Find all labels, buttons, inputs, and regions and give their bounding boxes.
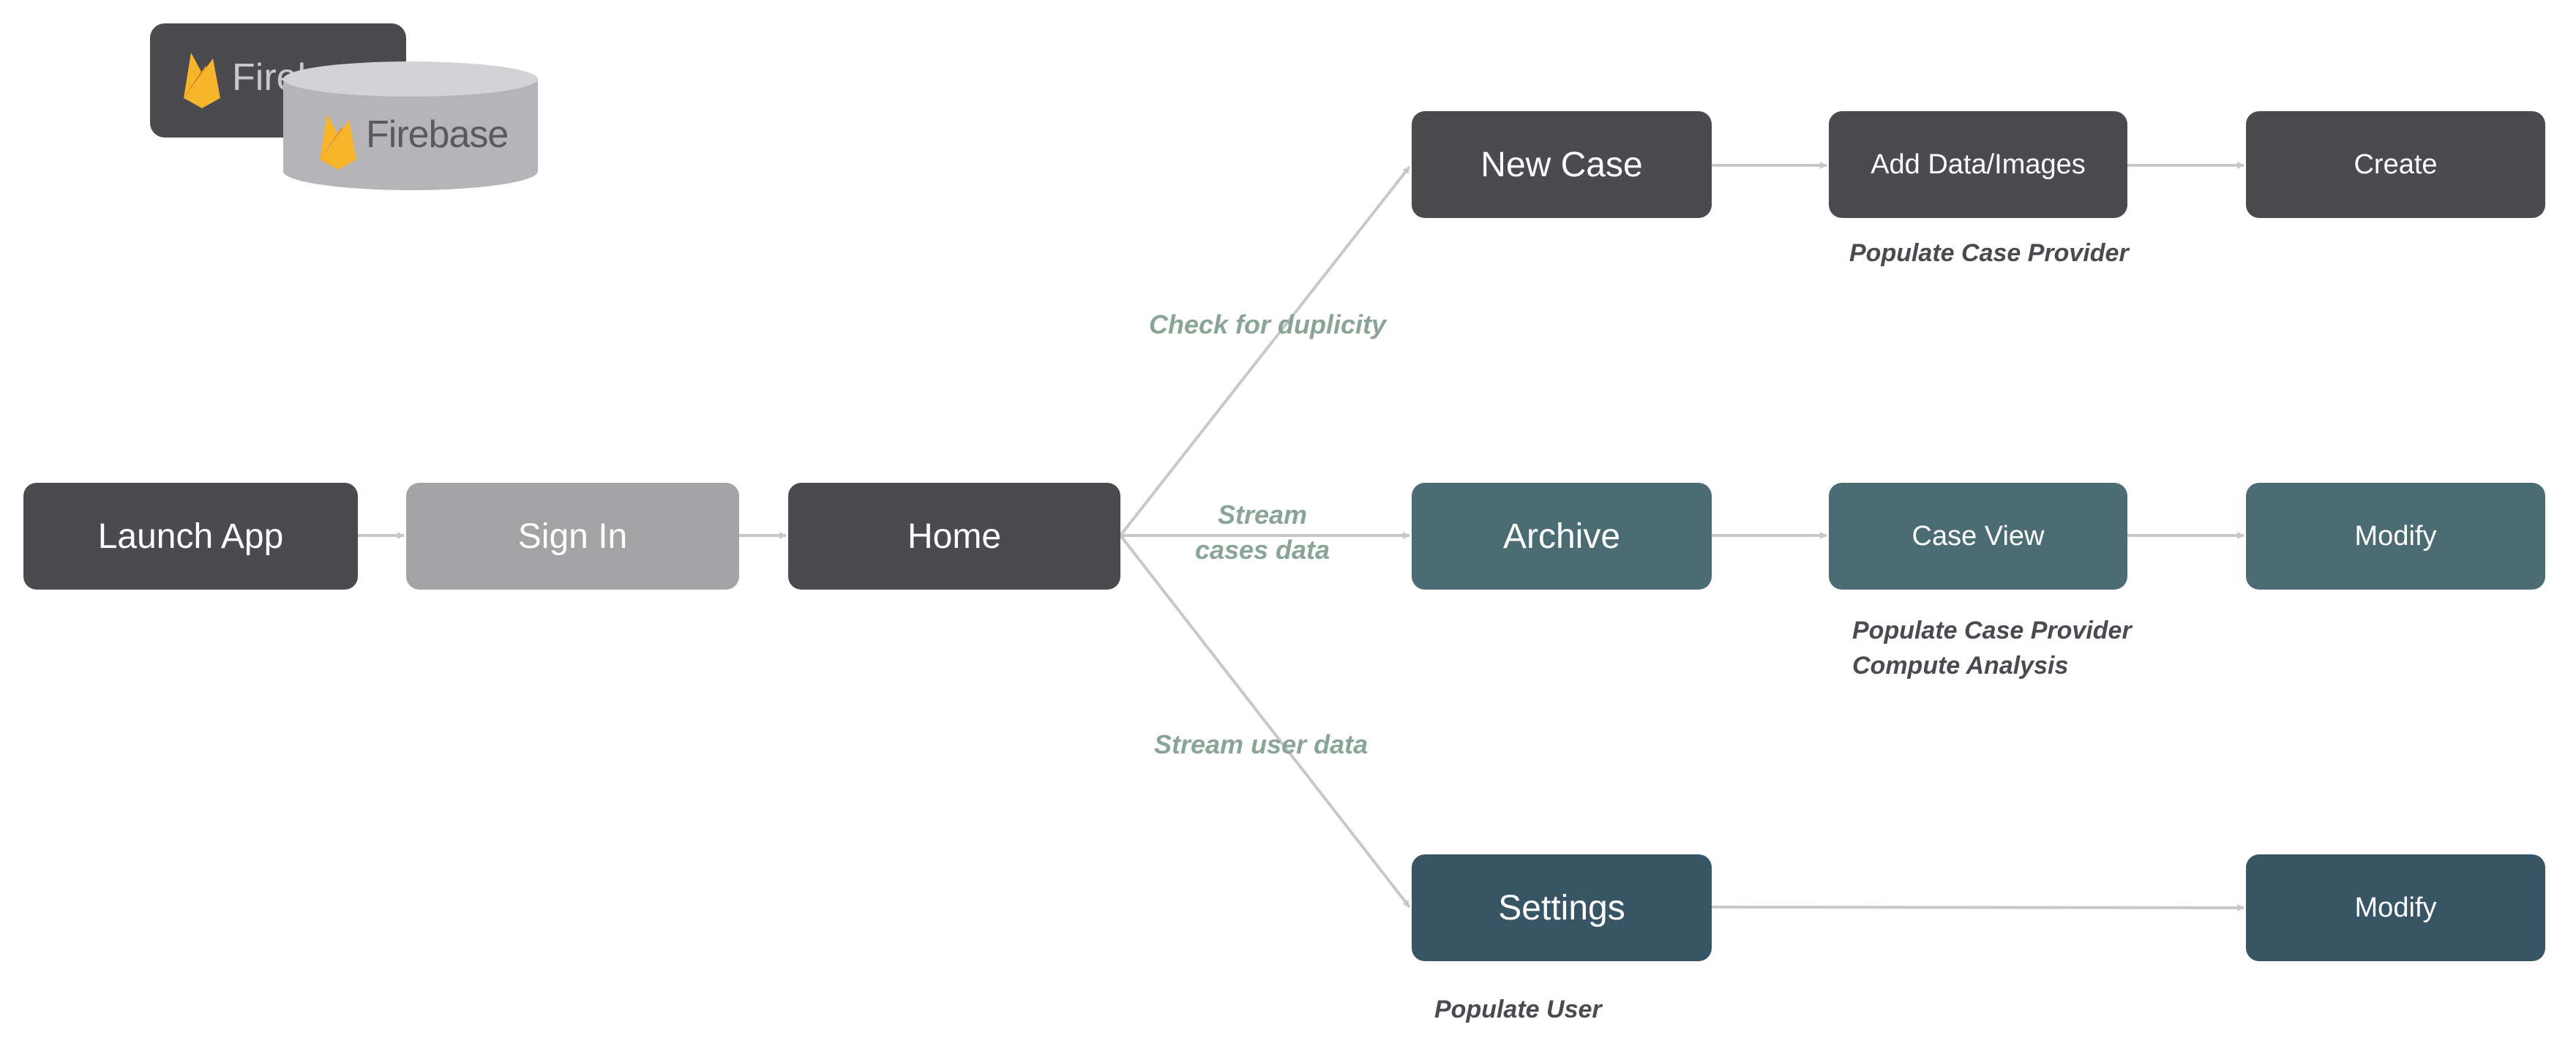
node-modify-settings: Modify (2246, 854, 2545, 961)
label-check-duplicity: Check for duplicity (1149, 309, 1387, 339)
note-compute-analysis: Compute Analysis (1852, 652, 2069, 680)
node-launch-app: Launch App (23, 483, 358, 590)
node-new-case: New Case (1412, 111, 1712, 218)
node-case-view: Case View (1829, 483, 2127, 590)
firebase-front-text: Firebase (366, 113, 509, 156)
node-settings: Settings (1412, 854, 1712, 961)
node-sign-in: Sign In (406, 483, 739, 590)
firebase-flame-icon (184, 53, 220, 108)
note-populate-case-provider: Populate Case Provider (1849, 239, 2129, 267)
label-stream-cases-line2: cases data (1194, 535, 1330, 565)
note-populate-user: Populate User (1434, 996, 1602, 1023)
arrow-settings-to-modify (1711, 903, 2244, 911)
note-populate-case-provider-archive: Populate Case Provider (1852, 617, 2132, 644)
firebase-database-logo: Firebase (282, 60, 539, 192)
node-archive: Archive (1412, 483, 1712, 590)
label-stream-cases: Stream cases data (1164, 497, 1361, 568)
arrow-home-to-settings (1119, 534, 1411, 909)
node-modify-archive: Modify (2246, 483, 2545, 590)
label-stream-cases-line1: Stream (1217, 500, 1308, 530)
node-home: Home (788, 483, 1120, 590)
label-stream-user: Stream user data (1154, 729, 1368, 759)
firebase-flame-icon (320, 114, 356, 170)
node-create: Create (2246, 111, 2545, 218)
node-add-data-images: Add Data/Images (1829, 111, 2127, 218)
arrow-home-to-newcase (1119, 165, 1411, 537)
